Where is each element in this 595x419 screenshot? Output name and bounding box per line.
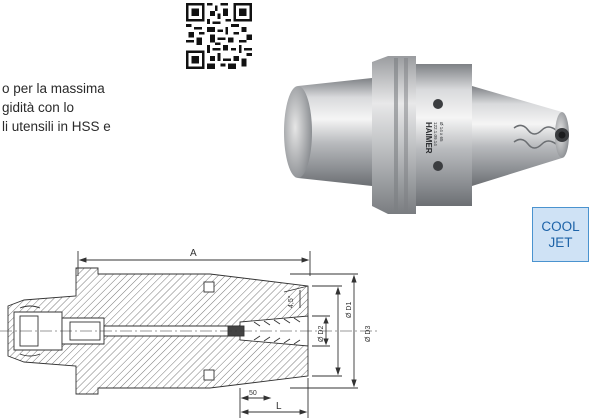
angle-label: 4,5° xyxy=(287,295,295,308)
diameter-d3-label: Ø D3 xyxy=(365,326,372,342)
diameter-d1-label: Ø D1 xyxy=(346,302,353,318)
dimension-a-label: A xyxy=(190,248,197,259)
engraving-code: 122.1.09.14 xyxy=(433,122,438,146)
dimension-50-label: 50 xyxy=(249,390,257,397)
badge-line-2: JET xyxy=(548,234,573,250)
product-photo: HAIMER 122.1.09.14 Ø 14 x 65 xyxy=(284,56,569,214)
badge-line-1: COOL xyxy=(541,218,580,234)
engraving-brand: HAIMER xyxy=(424,122,433,154)
technical-drawing: A 4,5° Ø D1 Ø D2 Ø D3 50 L xyxy=(0,248,380,418)
description-line-2: gidità con lo xyxy=(2,100,75,115)
product-description: o per la massima gidità con lo li utensi… xyxy=(2,79,111,136)
qr-code-icon[interactable] xyxy=(186,3,252,69)
diameter-d2-label: Ø D2 xyxy=(318,326,325,342)
description-line-1: o per la massima xyxy=(2,81,105,96)
dimension-l-label: L xyxy=(276,401,282,412)
engraving-size: Ø 14 x 65 xyxy=(439,122,444,142)
description-line-3: li utensili in HSS e xyxy=(2,119,111,134)
cool-jet-badge: COOL JET xyxy=(532,207,589,262)
